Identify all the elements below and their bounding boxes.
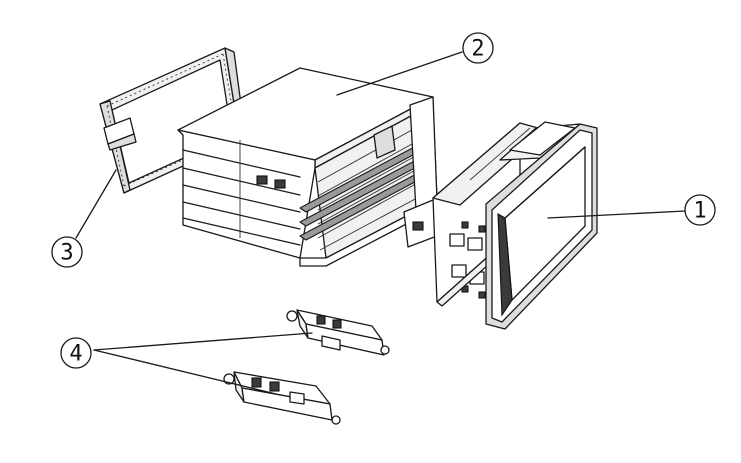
callout-3-label: 3 bbox=[60, 241, 73, 266]
callout-1: 1 bbox=[684, 194, 716, 226]
callout-3: 3 bbox=[51, 236, 83, 268]
seal-gasket-frame bbox=[99, 47, 247, 194]
callout-4-label: 4 bbox=[69, 342, 82, 367]
callout-4: 4 bbox=[60, 337, 92, 369]
callout-1-label: 1 bbox=[693, 199, 706, 224]
front-bezel-display bbox=[403, 121, 598, 330]
terminal-connector-lower bbox=[223, 371, 341, 425]
callout-2: 2 bbox=[462, 32, 494, 64]
leader-lines bbox=[75, 51, 686, 395]
callout-2-label: 2 bbox=[471, 37, 484, 62]
terminal-connector-upper bbox=[286, 309, 390, 356]
housing-case bbox=[177, 67, 438, 267]
